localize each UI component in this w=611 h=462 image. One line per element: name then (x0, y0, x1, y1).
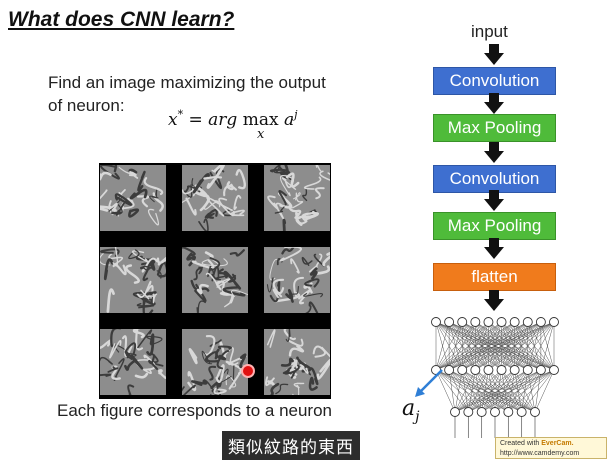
network-neuron (496, 317, 507, 327)
evercam-watermark: Created with EverCam. http://www.camdemy… (495, 437, 607, 459)
formula-a: a (278, 110, 295, 130)
formula-a-superscript: j (294, 108, 298, 121)
laser-pointer-dot (243, 366, 253, 376)
network-neuron (549, 317, 559, 327)
filter-image (182, 329, 248, 395)
network-neuron (444, 365, 455, 375)
prompt-line-2: of neuron: (48, 96, 125, 115)
network-neuron (431, 317, 441, 327)
network-neuron (483, 317, 494, 327)
down-arrow-icon (484, 93, 504, 115)
prompt-line-1: Find an image maximizing the output (48, 73, 326, 92)
filter-visualization-grid (99, 163, 331, 399)
layer-block-conv-2: Convolution (433, 165, 556, 193)
network-neuron (450, 407, 460, 417)
down-arrow-icon (484, 142, 504, 164)
network-neuron (549, 365, 559, 375)
fully-connected-network-diagram (431, 317, 559, 438)
network-neuron (457, 317, 468, 327)
filter-image (264, 165, 330, 231)
formula-star: * (177, 108, 184, 121)
network-neuron (516, 407, 527, 417)
filter-image (100, 247, 166, 313)
output-neuron-label: aj (402, 396, 420, 425)
output-pointer-arrow-icon (415, 369, 443, 397)
network-neuron (535, 317, 546, 327)
network-neuron (470, 365, 481, 375)
filter-image (264, 247, 330, 313)
down-arrow-icon (484, 44, 504, 66)
network-neuron (509, 317, 520, 327)
formula-arg: = arg (183, 110, 243, 130)
layer-block-pool-1: Max Pooling (433, 114, 556, 142)
input-label: input (471, 22, 508, 41)
network-neuron (457, 365, 468, 375)
network-neuron (509, 365, 520, 375)
network-neuron (490, 407, 500, 417)
network-neuron (463, 407, 474, 417)
filter-image (100, 165, 166, 231)
filter-image (182, 247, 248, 313)
video-subtitle: 類似紋路的東西 (222, 431, 360, 460)
formula-x: x (168, 110, 178, 130)
grid-caption: Each figure corresponds to a neuron (57, 401, 333, 420)
filter-image (182, 165, 248, 231)
down-arrow-icon (484, 290, 504, 312)
network-neuron (483, 365, 494, 375)
layer-block-conv-1: Convolution (433, 67, 556, 95)
layer-block-flatten: flatten (433, 263, 556, 291)
filter-image (100, 329, 166, 395)
network-neuron (444, 317, 455, 327)
network-neuron (476, 407, 487, 417)
network-neuron (530, 407, 540, 417)
network-neuron (503, 407, 514, 417)
network-neuron (535, 365, 546, 375)
formula-max-subscript: x (256, 127, 265, 142)
network-neuron (522, 365, 533, 375)
layer-block-pool-2: Max Pooling (433, 212, 556, 240)
prompt-text: Find an image maximizing the output of n… (48, 71, 378, 117)
filter-image (264, 329, 330, 395)
down-arrow-icon (484, 238, 504, 260)
network-neuron (470, 317, 481, 327)
slide-title: What does CNN learn? (8, 8, 235, 31)
down-arrow-icon (484, 190, 504, 212)
network-neuron (496, 365, 507, 375)
network-neuron (522, 317, 533, 327)
